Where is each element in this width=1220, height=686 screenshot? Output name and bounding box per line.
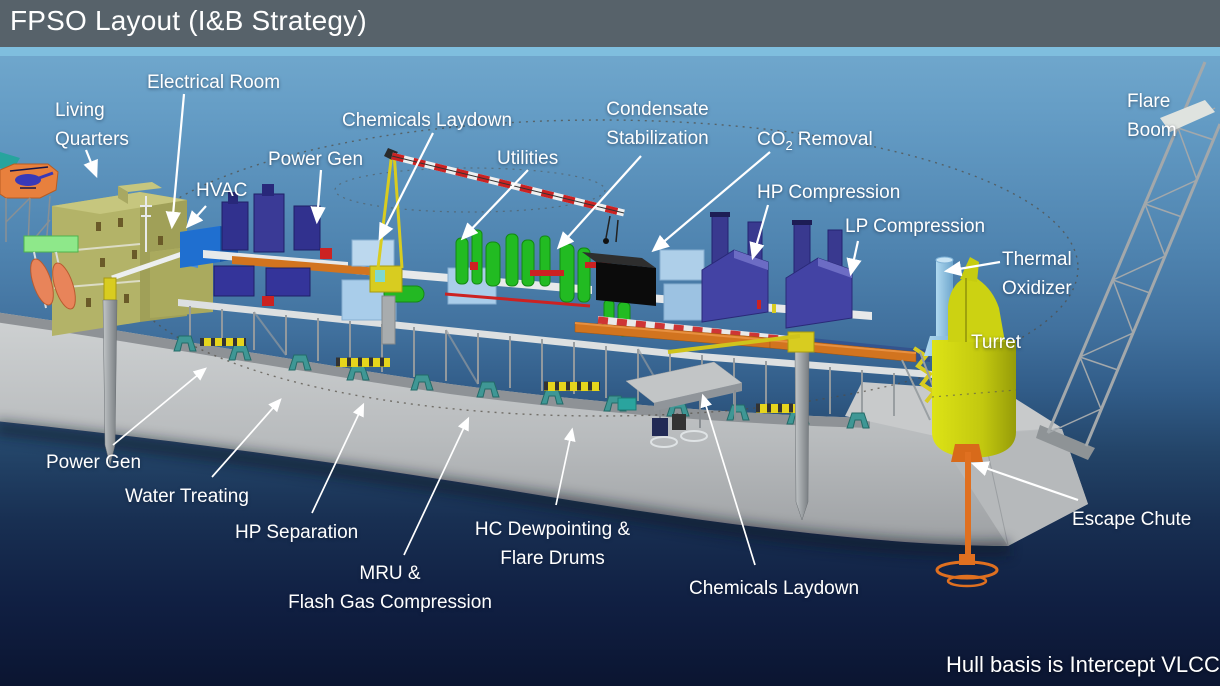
stern-teal-structure xyxy=(0,152,20,172)
process-green-vessels xyxy=(444,229,631,337)
arrow-chemicals-laydown-bottom xyxy=(700,393,756,566)
aft-pedestal-crane xyxy=(369,148,625,345)
arrow-escape-chute xyxy=(970,461,1079,502)
title-bar: FPSO Layout (I&B Strategy) xyxy=(0,0,1220,47)
arrow-utilities xyxy=(460,169,529,241)
lq-front-face xyxy=(52,192,140,336)
arrow-electrical-room xyxy=(165,93,186,230)
mooring-pile-aft xyxy=(102,277,118,466)
arrow-chemicals-laydown-top xyxy=(378,132,434,241)
lq-white-davit-boom xyxy=(111,251,183,281)
power-gen-module xyxy=(213,184,332,306)
lq-comm-mast xyxy=(140,196,152,252)
lq-rooftop-box-front xyxy=(118,186,128,204)
arrow-hvac xyxy=(185,205,207,229)
helideck xyxy=(0,152,59,249)
swing-circle-dashed-ellipse xyxy=(121,119,1079,417)
arrow-living-quarters xyxy=(83,149,98,179)
arrow-co2-removal xyxy=(651,151,771,253)
hull-basis-note: Hull basis is Intercept VLCC xyxy=(946,652,1220,677)
lifeboats xyxy=(30,251,76,310)
lq-rooftop-box xyxy=(118,182,162,192)
arrow-power-gen-bottom xyxy=(112,367,207,446)
co2-removal-module xyxy=(582,249,713,321)
hull-side xyxy=(0,312,1088,546)
pipe-rack-aft xyxy=(232,256,392,277)
hazard-stripe-bands xyxy=(200,338,808,413)
walkway-teal-box xyxy=(617,397,637,411)
topsides-modules xyxy=(173,184,945,429)
living-quarters-building xyxy=(23,182,222,336)
waterline-shadow xyxy=(0,420,1011,558)
arrow-hc-dewpointing xyxy=(555,427,576,506)
hull xyxy=(0,312,1088,558)
arrow-mru-flash-gas xyxy=(403,416,470,556)
forward-crane-boom xyxy=(667,334,801,354)
hull-deck-band xyxy=(0,312,870,428)
flare-boom-structure xyxy=(1036,61,1220,460)
slide-title: FPSO Layout (I&B Strategy) xyxy=(10,5,367,36)
accent-strip xyxy=(0,47,1220,56)
mooring-pile-forward xyxy=(667,331,815,521)
turret-structure xyxy=(931,257,1017,458)
arrow-hp-separation xyxy=(311,402,365,514)
lq-roof xyxy=(52,192,187,214)
lq-green-mesh-panel xyxy=(23,235,79,253)
leader-lines xyxy=(83,93,1079,566)
helicopter xyxy=(9,166,54,189)
escape-chute-structure xyxy=(935,444,999,588)
arrow-water-treating xyxy=(211,398,282,478)
arrow-hp-compression xyxy=(749,204,770,261)
arrow-thermal-oxidizer xyxy=(943,260,1001,277)
arrow-condensate-stabilization xyxy=(556,155,642,250)
arrow-lp-compression xyxy=(846,240,862,277)
arrow-power-gen-top xyxy=(310,169,326,225)
laydown-platform xyxy=(625,361,743,448)
